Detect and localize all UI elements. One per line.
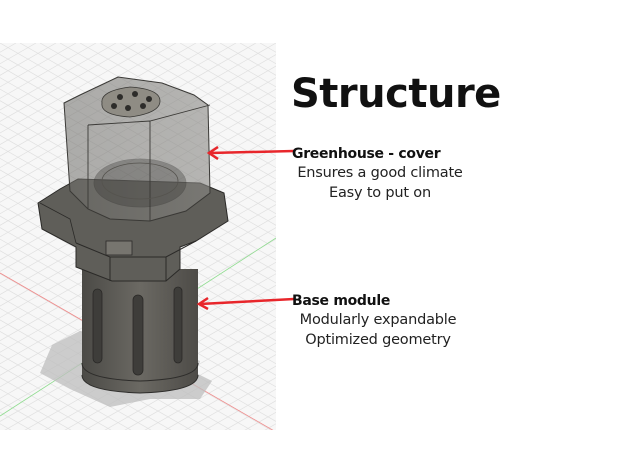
vent-lid (101, 86, 161, 118)
cad-render-viewport (0, 43, 276, 430)
annotation-line: Ensures a good climate (297, 165, 463, 181)
annotation-heading: Base module (292, 293, 391, 309)
annotation-heading: Greenhouse - cover (292, 146, 441, 162)
cad-model-render (0, 43, 276, 430)
annotation-line: Modularly expandable (299, 312, 457, 328)
slide-title: Structure (291, 71, 501, 117)
annotation-line: Easy to put on (329, 185, 431, 201)
arrow-left-icon (196, 296, 295, 310)
arrow-left-icon (206, 146, 295, 160)
annotation-greenhouse-cover: Greenhouse - cover Ensures a good climat… (292, 145, 492, 203)
annotation-base-module: Base module Modularly expandable Optimiz… (292, 292, 492, 350)
greenhouse-cover (63, 76, 211, 222)
base-module (81, 269, 199, 394)
annotation-line: Optimized geometry (305, 332, 451, 348)
